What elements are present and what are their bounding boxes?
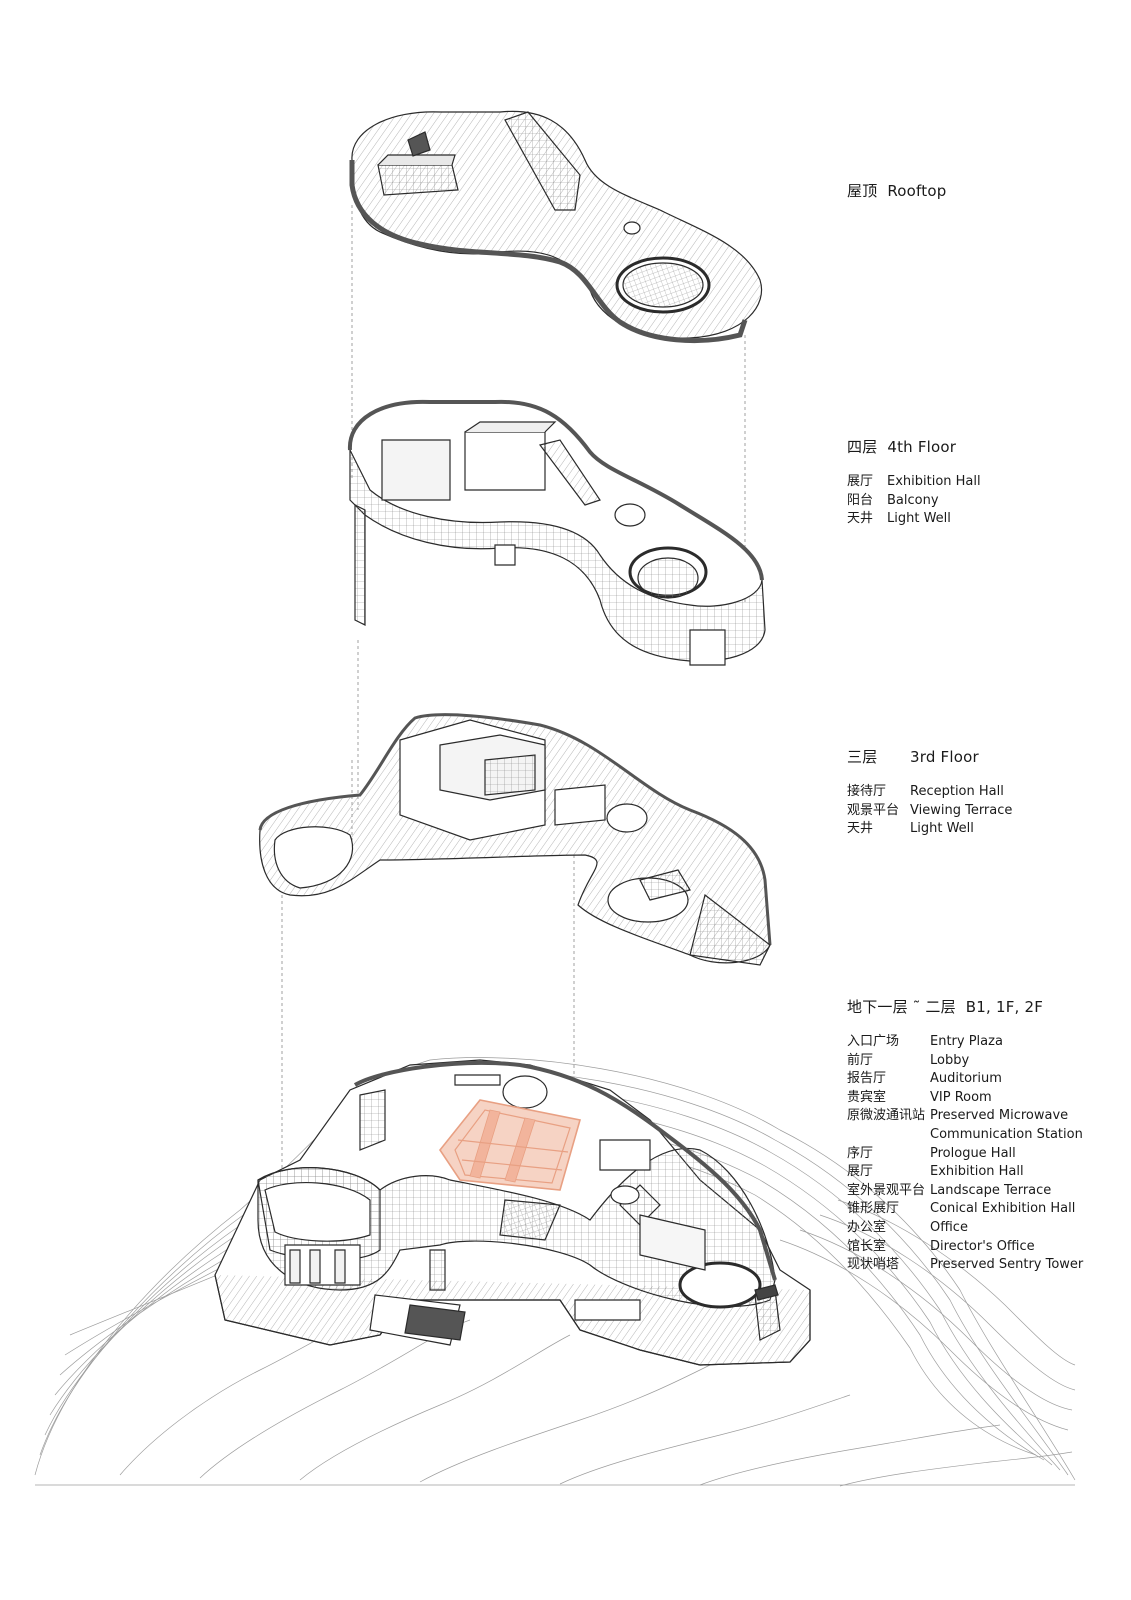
room-zh: 观景平台: [847, 802, 900, 818]
rooftop-parapet: [349, 160, 748, 344]
room-en: Conical Exhibition Hall: [930, 1201, 1076, 1217]
room-item: 入口广场 Entry Plaza: [847, 1033, 1083, 1052]
level-title-zh: 四层: [847, 438, 878, 456]
room-zh: 馆长室: [847, 1238, 887, 1254]
room-zh: 贵宾室: [847, 1089, 887, 1105]
fourth-floor-plan: [347, 399, 766, 666]
room-en: Reception Hall: [910, 784, 1004, 799]
room-zh: 天井: [847, 511, 874, 527]
room-zh: 办公室: [847, 1219, 887, 1235]
room-en: Entry Plaza: [930, 1034, 1003, 1049]
room-zh: 展厅: [847, 474, 874, 489]
room-item: 接待厅 Reception Hall: [847, 783, 1012, 802]
room-zh: 入口广场: [847, 1034, 900, 1049]
level-title-zh: 三层: [847, 748, 878, 766]
level-title-en: Rooftop: [887, 182, 947, 200]
room-zh: 天井: [847, 821, 874, 837]
room-item: 观景平台 Viewing Terrace: [847, 802, 1012, 821]
room-en: Auditorium: [930, 1071, 1002, 1087]
room-item: 现状哨塔 Preserved Sentry Tower: [847, 1256, 1083, 1275]
room-item: 办公室 Office: [847, 1219, 1083, 1238]
room-en: Landscape Terrace: [930, 1182, 1052, 1198]
room-en: Balcony: [887, 492, 939, 508]
level-title-en: 4th Floor: [887, 438, 957, 456]
room-en: Viewing Terrace: [910, 802, 1013, 818]
conical-hall: [678, 1261, 762, 1309]
room-en: Lobby: [930, 1052, 970, 1068]
room-en: Light Well: [887, 511, 951, 527]
room-zh: 序厅: [847, 1145, 874, 1161]
room-item: 阳台 Balcony: [847, 492, 981, 511]
room-list: 接待厅 Reception Hall 观景平台 Viewing Terrace 天井…: [847, 783, 1012, 839]
room-en: Office: [930, 1219, 968, 1235]
room-zh: 报告厅: [847, 1071, 887, 1087]
room-zh: 阳台: [847, 492, 874, 508]
room-zh: [847, 1126, 930, 1145]
level-title: 三层 3rd Floor: [847, 746, 1012, 767]
rooftop-plan: [349, 110, 763, 344]
lower-levels-plan: [214, 1059, 811, 1366]
room-zh: 前厅: [847, 1052, 874, 1068]
legend-rooftop: 屋顶 Rooftop: [847, 180, 946, 201]
level-title-en: B1, 1F, 2F: [965, 998, 1044, 1016]
room-zh: 展厅: [847, 1164, 874, 1180]
third-floor-light-well: [273, 826, 354, 889]
level-title-en: 3rd Floor: [910, 748, 979, 766]
legend-lower-levels: 地下一层 ˜ 二层 B1, 1F, 2F 入口广场 Entry Plaza 前厅 L…: [847, 996, 1083, 1275]
room-en: Director's Office: [930, 1238, 1035, 1254]
room-item: 展厅 Exhibition Hall: [847, 473, 981, 492]
room-item: 锥形展厅 Conical Exhibition Hall: [847, 1200, 1083, 1219]
room-item: 天井 Light Well: [847, 510, 981, 529]
third-floor-cone: [689, 893, 771, 966]
level-title: 四层 4th Floor: [847, 436, 981, 457]
level-title: 地下一层 ˜ 二层 B1, 1F, 2F: [847, 996, 1083, 1017]
room-zh: 室外景观平台: [847, 1182, 926, 1198]
room-list: 入口广场 Entry Plaza 前厅 Lobby 报告厅 Auditorium 贵宾…: [847, 1033, 1083, 1275]
room-item: 报告厅 Auditorium: [847, 1070, 1083, 1089]
room-en: Communication Station: [930, 1126, 1083, 1142]
room-en: Exhibition Hall: [887, 474, 981, 489]
level-title: 屋顶 Rooftop: [847, 180, 946, 201]
room-item: Communication Station: [847, 1126, 1083, 1145]
room-zh: 现状哨塔: [847, 1257, 900, 1273]
room-item: 馆长室 Director's Office: [847, 1238, 1083, 1257]
room-item: 前厅 Lobby: [847, 1052, 1083, 1071]
room-en: Light Well: [910, 821, 974, 837]
room-item: 展厅 Exhibition Hall: [847, 1163, 1083, 1182]
room-en: VIP Room: [930, 1089, 992, 1105]
level-title-zh: 地下一层 ˜ 二层: [847, 998, 956, 1016]
legend-third-floor: 三层 3rd Floor 接待厅 Reception Hall 观景平台 Viewin…: [847, 746, 1012, 839]
room-zh: 锥形展厅: [847, 1201, 900, 1217]
level-title-zh: 屋顶: [847, 182, 878, 200]
room-item: 序厅 Prologue Hall: [847, 1145, 1083, 1164]
third-floor-plan: [258, 713, 772, 966]
room-en: Exhibition Hall: [930, 1164, 1024, 1180]
room-en: Prologue Hall: [930, 1145, 1016, 1161]
room-zh: 原微波通讯站: [847, 1108, 926, 1124]
room-en: Preserved Microwave: [930, 1108, 1069, 1124]
legend-fourth-floor: 四层 4th Floor 展厅 Exhibition Hall 阳台 Balcony…: [847, 436, 981, 529]
room-en: Preserved Sentry Tower: [930, 1257, 1084, 1273]
room-list: 展厅 Exhibition Hall 阳台 Balcony 天井 Light Well: [847, 473, 981, 529]
room-zh: 接待厅: [847, 784, 887, 799]
room-item: 贵宾室 VIP Room: [847, 1089, 1083, 1108]
room-item: 天井 Light Well: [847, 820, 1012, 839]
